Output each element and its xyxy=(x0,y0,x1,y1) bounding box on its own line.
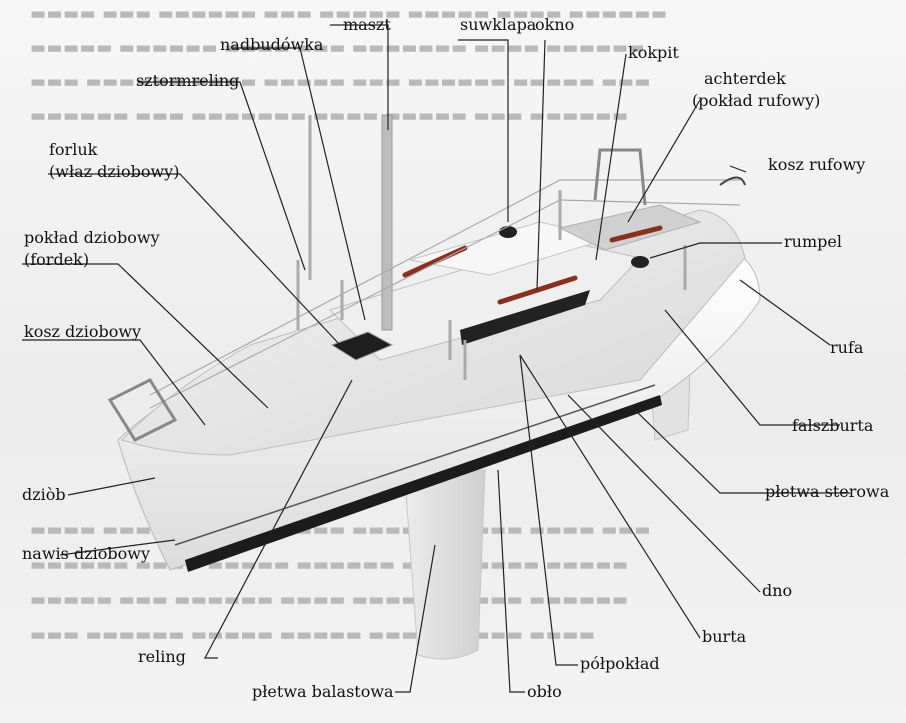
handrail-1 xyxy=(402,245,468,278)
handrail-3 xyxy=(609,225,663,243)
stern-pulpit xyxy=(593,148,647,206)
label-okno: okno xyxy=(535,15,574,34)
label-dziob: dziòb xyxy=(22,485,66,504)
label-dno: dno xyxy=(762,581,792,600)
label-polpoklad: półpokład xyxy=(580,654,660,673)
label-poklad-dziobowy-1: pokład dziobowy xyxy=(24,228,160,247)
label-sztormreling: sztormreling xyxy=(136,71,239,90)
label-rufa: rufa xyxy=(830,338,864,357)
label-rumpel: rumpel xyxy=(784,232,842,251)
mast-stub xyxy=(381,114,393,331)
label-achterdek-1: achterdek xyxy=(704,69,786,88)
label-forluk-2: (właz dziobowy) xyxy=(49,162,179,181)
label-achterdek-2: (pokład rufowy) xyxy=(692,91,820,110)
label-poklad-dziobowy-2: (fordek) xyxy=(24,250,89,269)
label-pletwa-sterowa: płetwa sterowa xyxy=(765,482,890,501)
hull-stripe-thin xyxy=(174,384,656,546)
label-burta: burta xyxy=(702,627,747,646)
label-oblo: obło xyxy=(527,682,562,701)
ballast-keel xyxy=(404,469,486,660)
leader-lines xyxy=(22,24,850,693)
label-kokpit: kokpit xyxy=(628,43,679,62)
stern-pulpit-2 xyxy=(719,176,746,186)
lifelines xyxy=(149,179,741,409)
cockpit-well xyxy=(558,204,702,251)
winch-1 xyxy=(499,226,517,238)
bow-pulpit xyxy=(107,378,178,442)
hull-stripe xyxy=(185,395,662,572)
label-suwklapa: suwklapa xyxy=(460,15,537,34)
winch-2 xyxy=(631,256,649,268)
label-kosz-dziobowy: kosz dziobowy xyxy=(24,322,141,341)
label-pletwa-balastowa: płetwa balastowa xyxy=(252,682,394,701)
label-maszt: maszt xyxy=(343,15,391,34)
label-forluk-1: forluk xyxy=(49,140,98,159)
cabin-window xyxy=(460,290,590,345)
label-nadbudowka: nadbudówka xyxy=(220,35,324,54)
stanchions xyxy=(296,115,687,380)
label-reling: reling xyxy=(138,647,186,666)
label-nawis-dziobowy: nawis dziobowy xyxy=(22,544,150,563)
label-falszburta: falszburta xyxy=(792,416,874,435)
forward-hatch xyxy=(330,331,394,361)
label-kosz-rufowy: kosz rufowy xyxy=(768,155,865,174)
